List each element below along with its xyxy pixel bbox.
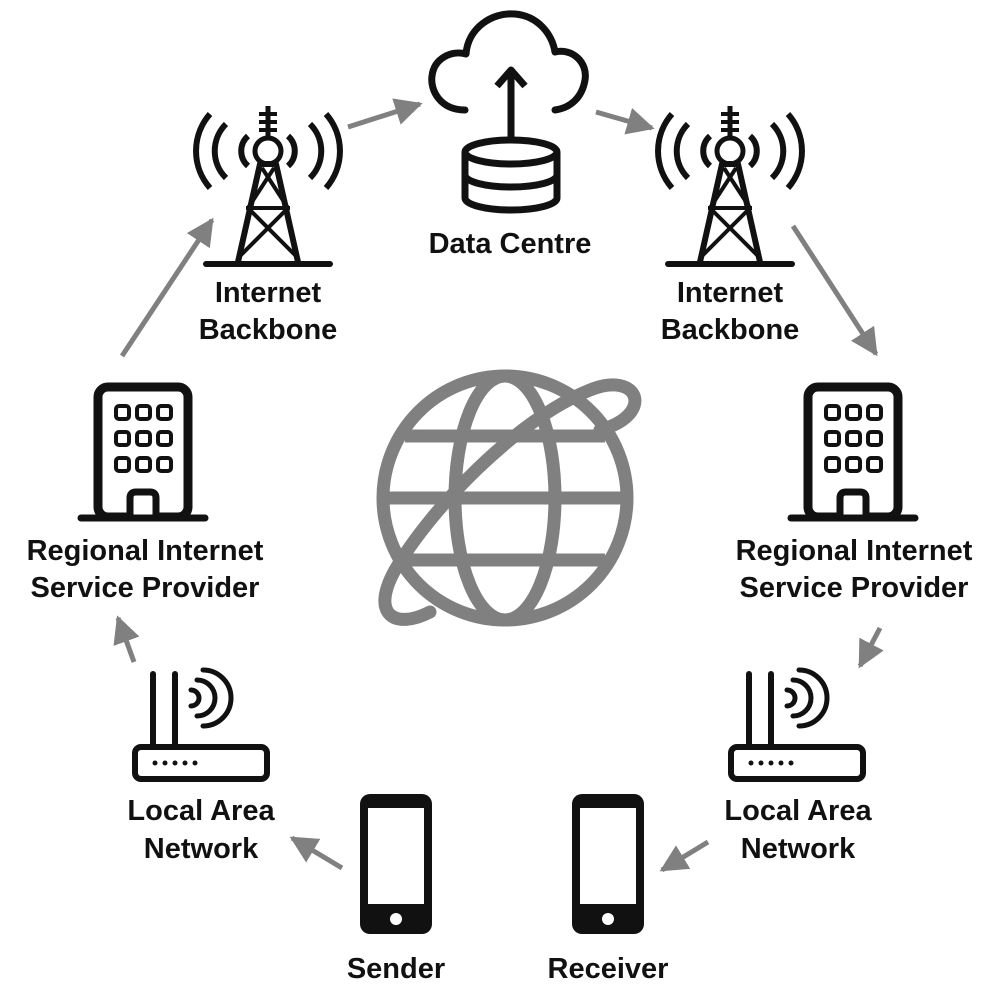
arrow-datacentre-to-backbone — [595, 107, 655, 135]
arrow-lan-to-receiver — [659, 839, 710, 873]
tower-icon — [196, 106, 340, 264]
arrow-backbone-to-datacentre — [347, 98, 423, 130]
internet-backbone-left: Internet Backbone — [196, 106, 340, 346]
building-icon — [791, 387, 915, 518]
node-label: Data Centre — [429, 228, 592, 260]
arrow-lan-to-isp — [113, 615, 140, 663]
node-label: Internet — [677, 277, 784, 309]
node-label: Internet — [215, 277, 322, 309]
node-label: Network — [741, 833, 856, 865]
cloud-database-icon — [428, 10, 589, 214]
regional-isp-left: Regional Internet Service Provider — [27, 387, 264, 604]
node-label: Service Provider — [31, 572, 260, 604]
node-label: Regional Internet — [736, 535, 973, 567]
local-area-network-left: Local Area Network — [127, 670, 275, 865]
node-label: Network — [144, 833, 259, 865]
node-label: Regional Internet — [27, 535, 264, 567]
receiver: Receiver — [548, 794, 669, 985]
arrow-isp-to-lan — [857, 626, 884, 669]
arrow-sender-to-lan — [289, 835, 344, 871]
smartphone-icon — [572, 794, 644, 934]
node-label: Receiver — [548, 953, 669, 985]
regional-isp-right: Regional Internet Service Provider — [736, 387, 973, 604]
globe-icon — [376, 369, 642, 627]
arrow-backbone-to-isp — [790, 224, 879, 357]
local-area-network-right: Local Area Network — [724, 670, 872, 865]
flow-arrows — [113, 98, 884, 873]
sender: Sender — [347, 794, 445, 985]
building-icon — [81, 387, 205, 518]
node-label: Local Area — [724, 795, 872, 827]
node-label: Backbone — [199, 314, 338, 346]
internet-backbone-right: Internet Backbone — [658, 106, 802, 346]
node-label: Service Provider — [740, 572, 969, 604]
node-label: Sender — [347, 953, 445, 985]
node-label: Local Area — [127, 795, 275, 827]
smartphone-icon — [360, 794, 432, 934]
router-icon — [731, 670, 863, 779]
node-label: Backbone — [661, 314, 800, 346]
tower-icon — [658, 106, 802, 264]
data-centre: Data Centre — [428, 10, 592, 260]
router-icon — [135, 670, 267, 779]
arrow-isp-to-backbone — [119, 217, 215, 358]
